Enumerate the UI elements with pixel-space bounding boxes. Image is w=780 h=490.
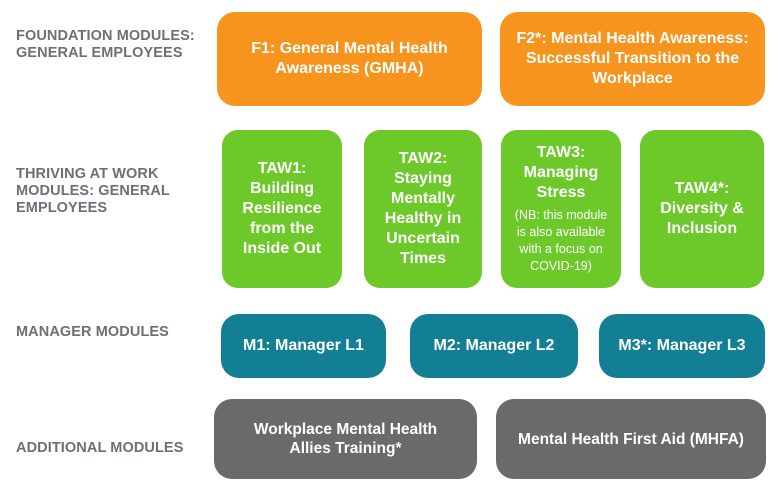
- module-m3: M3*: Manager L3: [599, 314, 765, 378]
- module-m1: M1: Manager L1: [221, 314, 386, 378]
- row-label-thriving: THRIVING AT WORK MODULES: GENERAL EMPLOY…: [16, 166, 170, 216]
- module-f2: F2*: Mental Health Awareness: Successful…: [500, 12, 765, 106]
- module-a2: Mental Health First Aid (MHFA): [496, 399, 766, 479]
- module-taw3: TAW3: Managing Stress (NB: this module i…: [501, 130, 621, 288]
- module-taw1: TAW1: Building Resilience from the Insid…: [222, 130, 342, 288]
- row-label-foundation: FOUNDATION MODULES: GENERAL EMPLOYEES: [16, 28, 195, 61]
- module-taw2: TAW2: Staying Mentally Healthy in Uncert…: [364, 130, 482, 288]
- module-taw4: TAW4*: Diversity & Inclusion: [640, 130, 764, 288]
- module-f1: F1: General Mental Health Awareness (GMH…: [217, 12, 482, 106]
- row-label-manager: MANAGER MODULES: [16, 324, 169, 340]
- module-taw3-note: (NB: this module is also available with …: [514, 208, 608, 273]
- row-label-additional: ADDITIONAL MODULES: [16, 440, 184, 456]
- module-a1: Workplace Mental Health Allies Training*: [214, 399, 477, 479]
- module-m2: M2: Manager L2: [410, 314, 578, 378]
